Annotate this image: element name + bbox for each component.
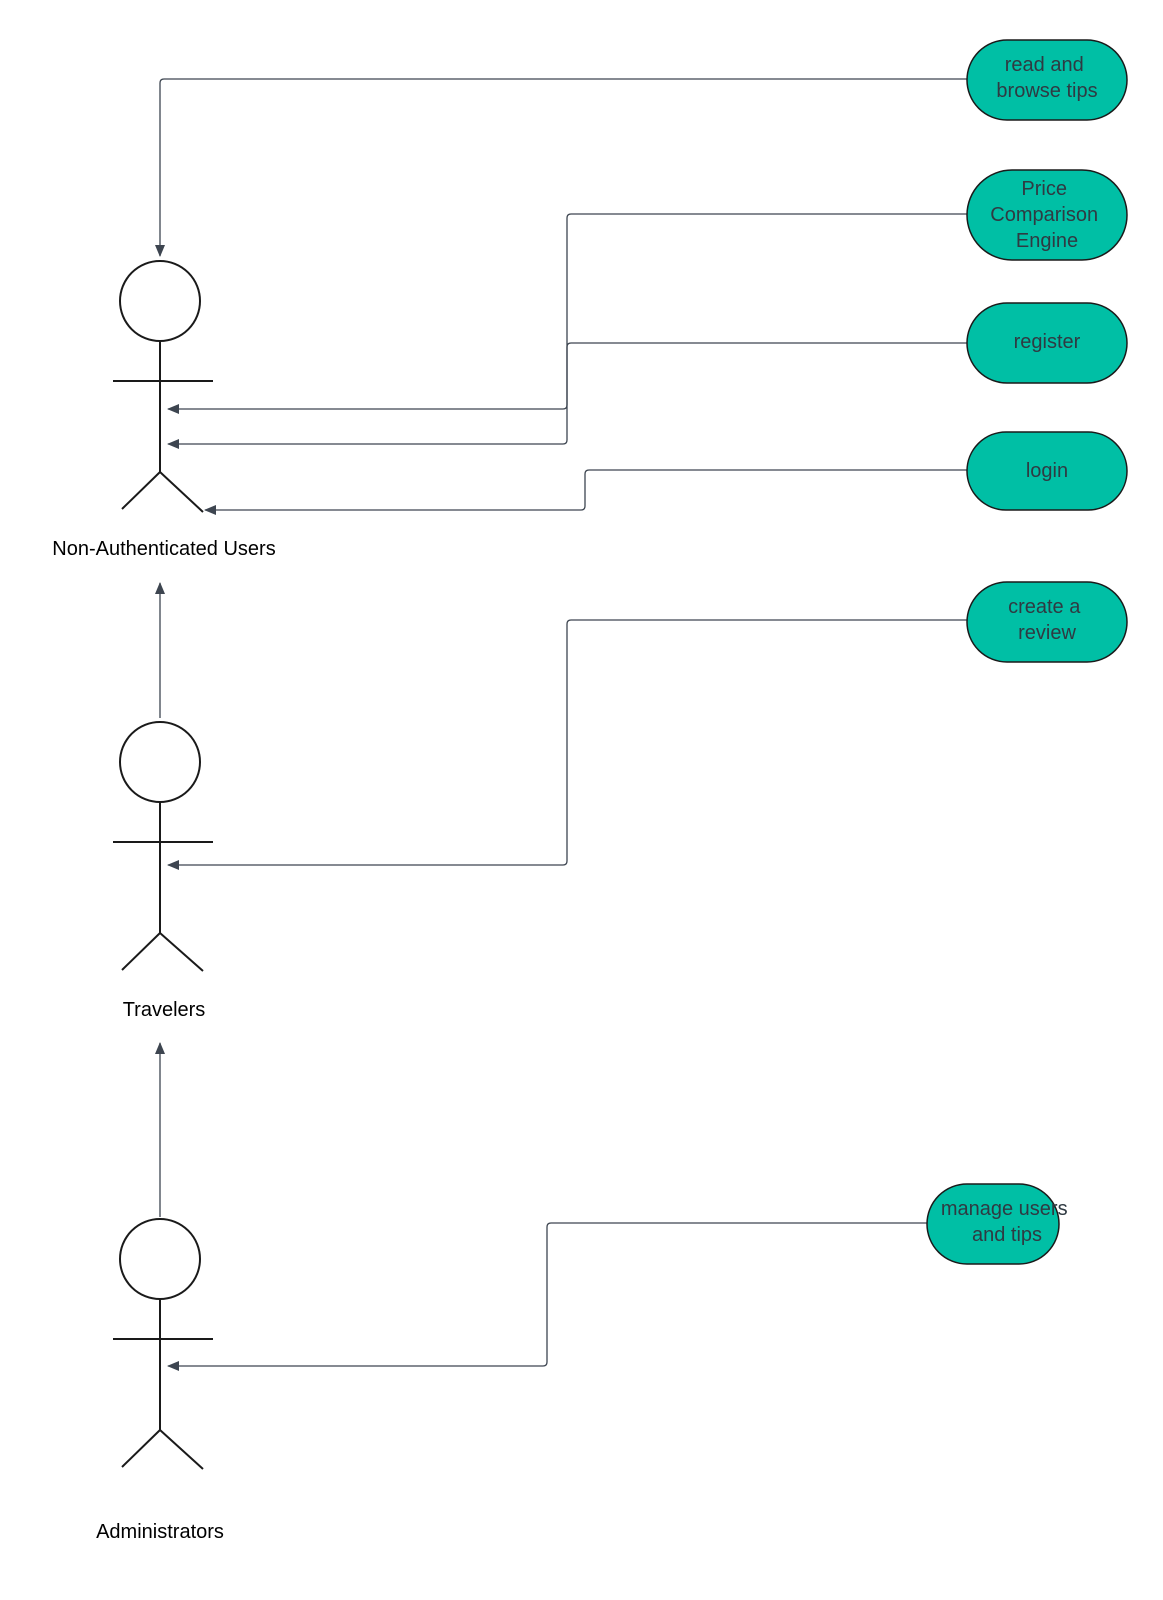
actor-right-leg	[159, 932, 204, 972]
use-case-label: Price Comparison Engine	[990, 178, 1103, 252]
actor-non-authenticated-users: Non-Authenticated Users	[52, 260, 276, 560]
use-case-label: login	[1026, 460, 1068, 482]
use-case-label-line: login	[1026, 460, 1068, 482]
actor-administrators: Administrators	[96, 1218, 224, 1543]
actor-right-leg	[159, 471, 204, 513]
use-case-label-line: manage users	[941, 1198, 1068, 1220]
edge-create-a-review	[167, 619, 967, 870]
actor-label: Travelers	[123, 999, 206, 1021]
use-case-label: read and browse tips	[996, 54, 1097, 102]
use-case-label-line: register	[1014, 331, 1081, 353]
use-case-label-line: browse tips	[996, 80, 1097, 102]
use-case-create-a-review[interactable]: create a review	[966, 581, 1128, 663]
actor-label: Administrators	[96, 1521, 224, 1543]
edge-manage-users-and-tips	[167, 1222, 927, 1371]
edge-price-comparison-engine	[167, 213, 967, 414]
actor-right-leg	[159, 1429, 204, 1470]
actor-left-leg	[121, 1429, 161, 1468]
use-case-login[interactable]: login	[966, 431, 1128, 511]
use-case-label-line: Comparison	[990, 204, 1098, 226]
actor-head	[119, 1218, 201, 1300]
use-case-shape[interactable]	[966, 581, 1128, 663]
actor-travelers: Travelers	[113, 721, 213, 1021]
actor-head	[119, 721, 201, 803]
edge-login	[204, 469, 967, 515]
connectors	[155, 78, 967, 1371]
use-case-shape[interactable]	[966, 169, 1128, 261]
actor-head	[119, 260, 201, 342]
actor-label: Non-Authenticated Users	[52, 538, 275, 560]
use-case-price-comparison-engine[interactable]: Price Comparison Engine	[966, 169, 1128, 261]
use-case-shape[interactable]	[966, 39, 1128, 121]
use-case-label: register	[1014, 331, 1081, 353]
use-case-shape[interactable]	[926, 1183, 1060, 1265]
edge-register	[167, 342, 967, 449]
use-case-read-and-browse-tips[interactable]: read and browse tips	[966, 39, 1128, 121]
use-case-shape[interactable]	[966, 431, 1128, 511]
use-case-manage-users-and-tips[interactable]: manage users and tips	[926, 1183, 1073, 1265]
use-case-label: manage users and tips	[941, 1198, 1073, 1246]
actor-left-leg	[121, 932, 161, 971]
use-case-label-line: Price	[1021, 178, 1067, 200]
use-case-label: create a review	[1008, 596, 1086, 644]
use-case-label-line: create a	[1008, 596, 1081, 618]
edge-read-and-browse-tips	[155, 78, 967, 257]
use-case-label-line: Engine	[1016, 230, 1078, 252]
use-case-label-line: read and	[1005, 54, 1084, 76]
actor-left-leg	[121, 471, 161, 510]
use-case-shape[interactable]	[966, 302, 1128, 384]
use-case-label-line: review	[1018, 622, 1076, 644]
use-case-register[interactable]: register	[966, 302, 1128, 384]
use-case-label-line: and tips	[972, 1224, 1042, 1246]
